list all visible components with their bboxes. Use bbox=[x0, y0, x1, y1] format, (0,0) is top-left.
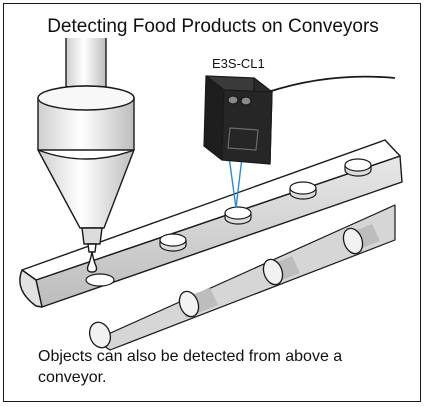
diagram-caption: Objects can also be detected from above … bbox=[38, 346, 408, 388]
dispensed-blob bbox=[86, 274, 114, 286]
sensor-model-label: E3S-CL1 bbox=[212, 56, 265, 71]
